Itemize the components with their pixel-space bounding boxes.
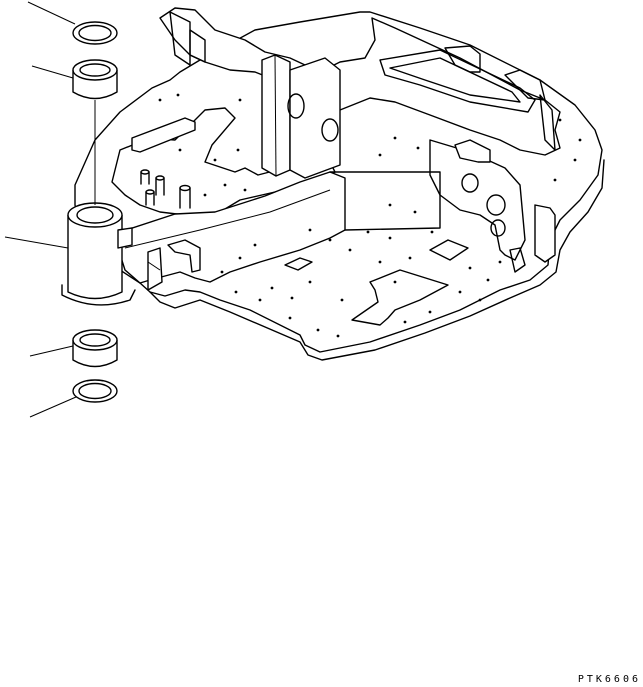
deck-holes: [158, 93, 582, 338]
bushing-lower-top: [73, 330, 117, 350]
side-hole-2: [487, 195, 505, 215]
side-hole-3: [491, 220, 505, 236]
rear-beam-channel-inner: [390, 58, 520, 102]
bulkhead-hole-2: [322, 119, 338, 141]
front-gusset-v: [148, 262, 160, 270]
deck-posts: [141, 170, 190, 208]
leader-seal-ring-lower: [30, 397, 76, 417]
leader-bushing-lower: [30, 346, 73, 356]
rear-left-upright: [170, 12, 190, 65]
deck-window-large: [352, 270, 448, 325]
rear-left-plate: [190, 30, 205, 62]
seal-ring-lower-inner: [79, 384, 111, 399]
bulkhead-hole-1: [288, 94, 304, 118]
rear-beam-channel: [380, 50, 535, 112]
center-beam: [118, 172, 345, 283]
leader-bushing-upper: [32, 66, 73, 78]
side-hole-1: [462, 174, 478, 192]
front-gusset: [148, 248, 162, 290]
front-rail: [132, 118, 195, 152]
boss-side-tab: [118, 228, 132, 248]
center-bulkhead: [290, 58, 340, 178]
center-post-left-face: [275, 55, 276, 176]
rear-right-upright: [540, 95, 555, 150]
boss-flange: [62, 285, 135, 305]
deck-slot: [285, 258, 312, 270]
right-corner-block: [535, 205, 555, 262]
boss-housing: [68, 215, 122, 299]
beam-front-edge: [125, 190, 330, 248]
bushing-upper-top: [73, 60, 117, 80]
rear-right-box: [445, 46, 480, 72]
bushing-lower-bore: [80, 334, 110, 346]
right-upper-bracket: [455, 140, 490, 162]
seal-ring-upper-inner: [79, 26, 111, 41]
leader-seal-ring-upper: [28, 2, 75, 24]
right-side-frame: [430, 140, 525, 260]
deck-thickness-edge: [150, 160, 604, 360]
beam-bracket: [168, 240, 200, 272]
right-corner-block-2: [510, 248, 525, 272]
deck-window-small: [430, 240, 468, 260]
center-beam-top: [330, 172, 440, 230]
boss-bore: [77, 207, 113, 223]
bushing-upper-bore: [80, 64, 110, 76]
leader-boss-housing: [5, 237, 68, 248]
rear-right-box-2: [505, 70, 545, 100]
document-code: PTK6606: [577, 674, 641, 685]
